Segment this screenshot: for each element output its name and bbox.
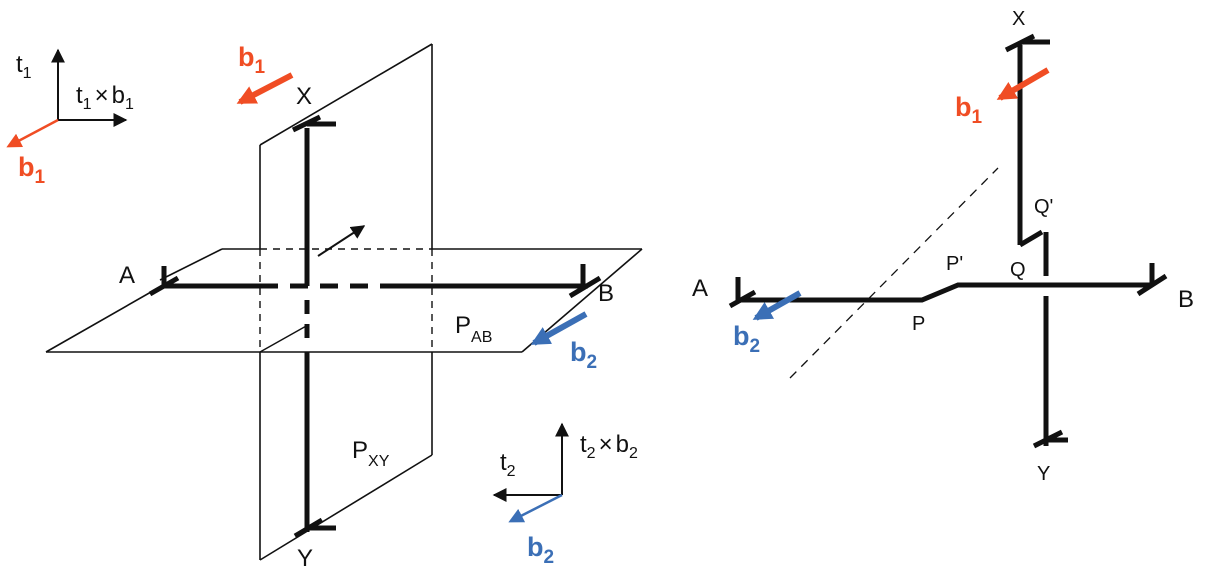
b1-label-left: b1 — [238, 42, 266, 78]
frame-1-axes: t1 t1×b1 b1 — [6, 48, 134, 188]
dislocation-xy-jog: X Y Q Q' — [1004, 8, 1068, 485]
t2xb2-label: t2×b2 — [580, 431, 638, 462]
t2-label: t2 — [500, 449, 516, 480]
dislocation-ab: A B — [119, 262, 614, 307]
label-B-left: B — [598, 280, 614, 307]
frame-2-axes: t2 t2×b2 b2 — [492, 422, 638, 568]
b2-burgers-arrow-right — [752, 290, 802, 321]
label-Y-left: Y — [297, 545, 313, 572]
label-P-prime: P' — [946, 253, 963, 275]
left-panel: t1 t1×b1 b1 PAB PX — [6, 42, 643, 572]
t1-label: t1 — [16, 51, 32, 82]
dislocation-xy: X Y — [291, 83, 336, 572]
label-A-right: A — [692, 275, 708, 302]
b2-frame-arrow — [508, 493, 563, 523]
b2-label-left: b2 — [570, 337, 597, 373]
plane-trace-dashed — [789, 167, 999, 379]
dislocation-ab-jog: A B P P' — [692, 253, 1194, 335]
label-Q-prime: Q' — [1034, 196, 1053, 218]
label-Q: Q — [1010, 259, 1026, 281]
t1xb1-label: t1×b1 — [76, 82, 134, 113]
b1-burgers-arrow-right — [996, 67, 1050, 101]
b1-frame-label: b1 — [18, 152, 46, 188]
label-A-left: A — [119, 262, 135, 289]
label-Y-right: Y — [1037, 463, 1050, 485]
b1-burgers-arrow-left — [236, 72, 294, 105]
label-B-right: B — [1178, 286, 1194, 313]
label-X-right: X — [1012, 8, 1025, 30]
plane-ab-label: PAB — [455, 312, 492, 346]
b2-frame-label: b2 — [527, 532, 554, 568]
b1-frame-arrow — [6, 118, 59, 148]
plane-ab: PAB — [45, 248, 643, 353]
right-panel: A B P P' X Y Q Q' b1 b2 — [692, 8, 1194, 485]
label-X-left: X — [296, 83, 312, 110]
label-P: P — [912, 313, 925, 335]
b1-label-right: b1 — [955, 92, 983, 128]
motion-arrow — [317, 225, 366, 257]
b2-burgers-arrow-left — [530, 311, 588, 346]
plane-xy-label: PXY — [352, 437, 390, 470]
b2-label-right: b2 — [733, 321, 760, 357]
plane-xy: PXY — [259, 43, 433, 561]
